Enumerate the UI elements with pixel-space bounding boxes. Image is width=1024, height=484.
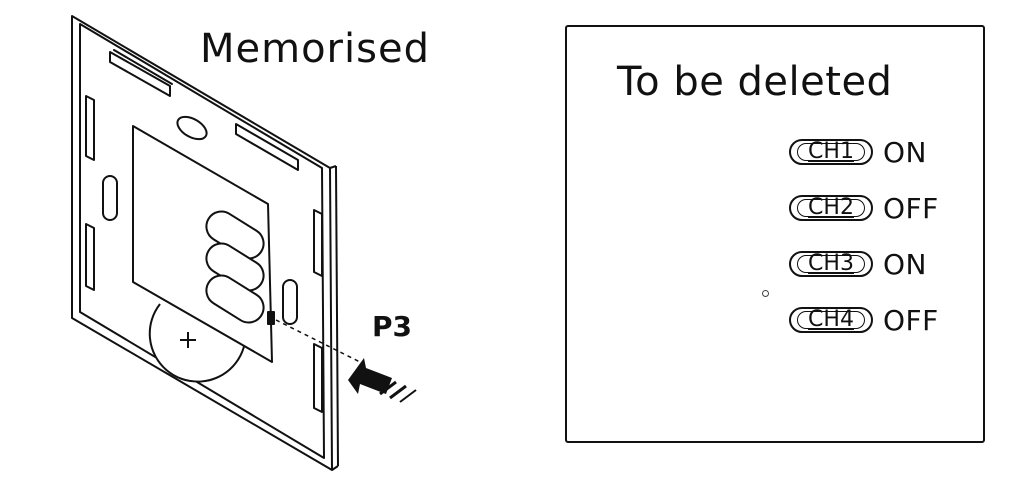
channel-name: CH4 — [808, 307, 854, 332]
channel-name: CH2 — [808, 195, 854, 220]
pointer-label: P3 — [372, 310, 413, 343]
channel-state: OFF — [883, 303, 939, 337]
deletion-panel: To be deleted CH1 ON CH2 OFF CH3 ON CH4 … — [565, 25, 985, 443]
channel-row: CH2 OFF — [789, 191, 939, 225]
channel-row: CH1 ON — [789, 135, 927, 169]
memorised-label: Memorised — [200, 26, 430, 72]
channel-state: ON — [883, 135, 927, 169]
channel-state: OFF — [883, 191, 939, 225]
channel-badge: CH2 — [789, 195, 873, 221]
channel-name: CH3 — [808, 251, 854, 276]
channel-badge: CH1 — [789, 139, 873, 165]
channel-row: CH3 ON — [789, 247, 927, 281]
panel-title: To be deleted — [617, 59, 893, 105]
channel-badge: CH3 — [789, 251, 873, 277]
channel-row: CH4 OFF — [789, 303, 939, 337]
channel-badge: CH4 — [789, 307, 873, 333]
top-slot — [235, 123, 299, 171]
marker-dot — [762, 290, 769, 297]
press-arrow-icon — [348, 358, 417, 403]
top-slot — [109, 49, 173, 97]
switch-backplate-illustration — [71, 15, 417, 471]
channel-name: CH1 — [808, 139, 854, 164]
module-button — [205, 274, 265, 324]
channel-state: ON — [883, 247, 927, 281]
